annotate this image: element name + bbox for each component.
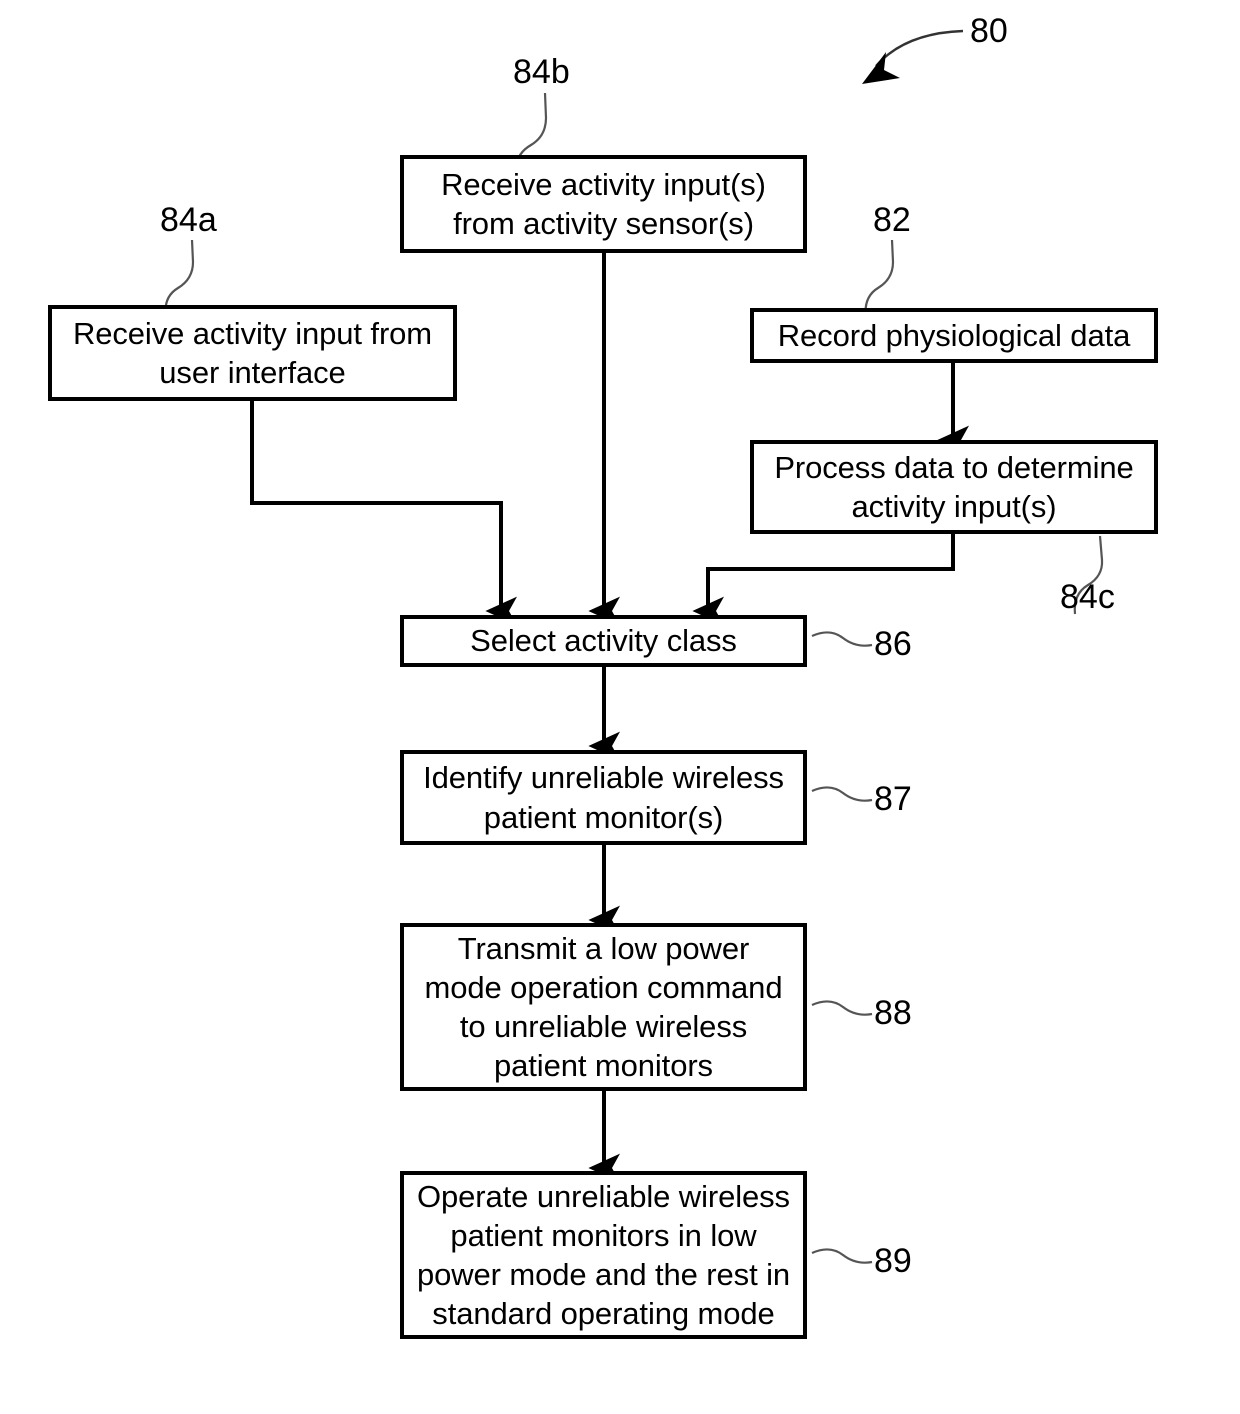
connector-84a-to-86 xyxy=(250,401,518,626)
node-82[interactable]: Record physiological data xyxy=(750,308,1158,363)
leader-87 xyxy=(811,786,873,802)
leader-80 xyxy=(875,29,964,67)
node-86[interactable]: Select activity class xyxy=(400,615,807,667)
leader-89 xyxy=(811,1248,873,1264)
node-87[interactable]: Identify unreliable wireless patient mon… xyxy=(400,750,807,845)
node-84b[interactable]: Receive activity input(s) from activity … xyxy=(400,155,807,253)
node-84c[interactable]: Process data to determine activity input… xyxy=(750,440,1158,534)
leader-86 xyxy=(811,631,873,647)
leader-80-arrowhead xyxy=(862,52,900,84)
leader-88 xyxy=(811,1000,873,1016)
node-ref-86: 86 xyxy=(874,625,912,663)
node-ref-89: 89 xyxy=(874,1242,912,1280)
node-84a[interactable]: Receive activity input from user interfa… xyxy=(48,305,457,401)
node-89[interactable]: Operate unreliable wireless patient moni… xyxy=(400,1171,807,1339)
node-ref-88: 88 xyxy=(874,994,912,1032)
node-88[interactable]: Transmit a low power mode operation comm… xyxy=(400,923,807,1091)
node-ref-87: 87 xyxy=(874,780,912,818)
node-ref-84a: 84a xyxy=(160,201,217,239)
connector-84c-to-86 xyxy=(692,534,955,626)
node-ref-82: 82 xyxy=(873,201,911,239)
figure-ref-80: 80 xyxy=(970,12,1008,50)
node-ref-84b: 84b xyxy=(513,53,570,91)
node-ref-84c: 84c xyxy=(1060,578,1115,616)
